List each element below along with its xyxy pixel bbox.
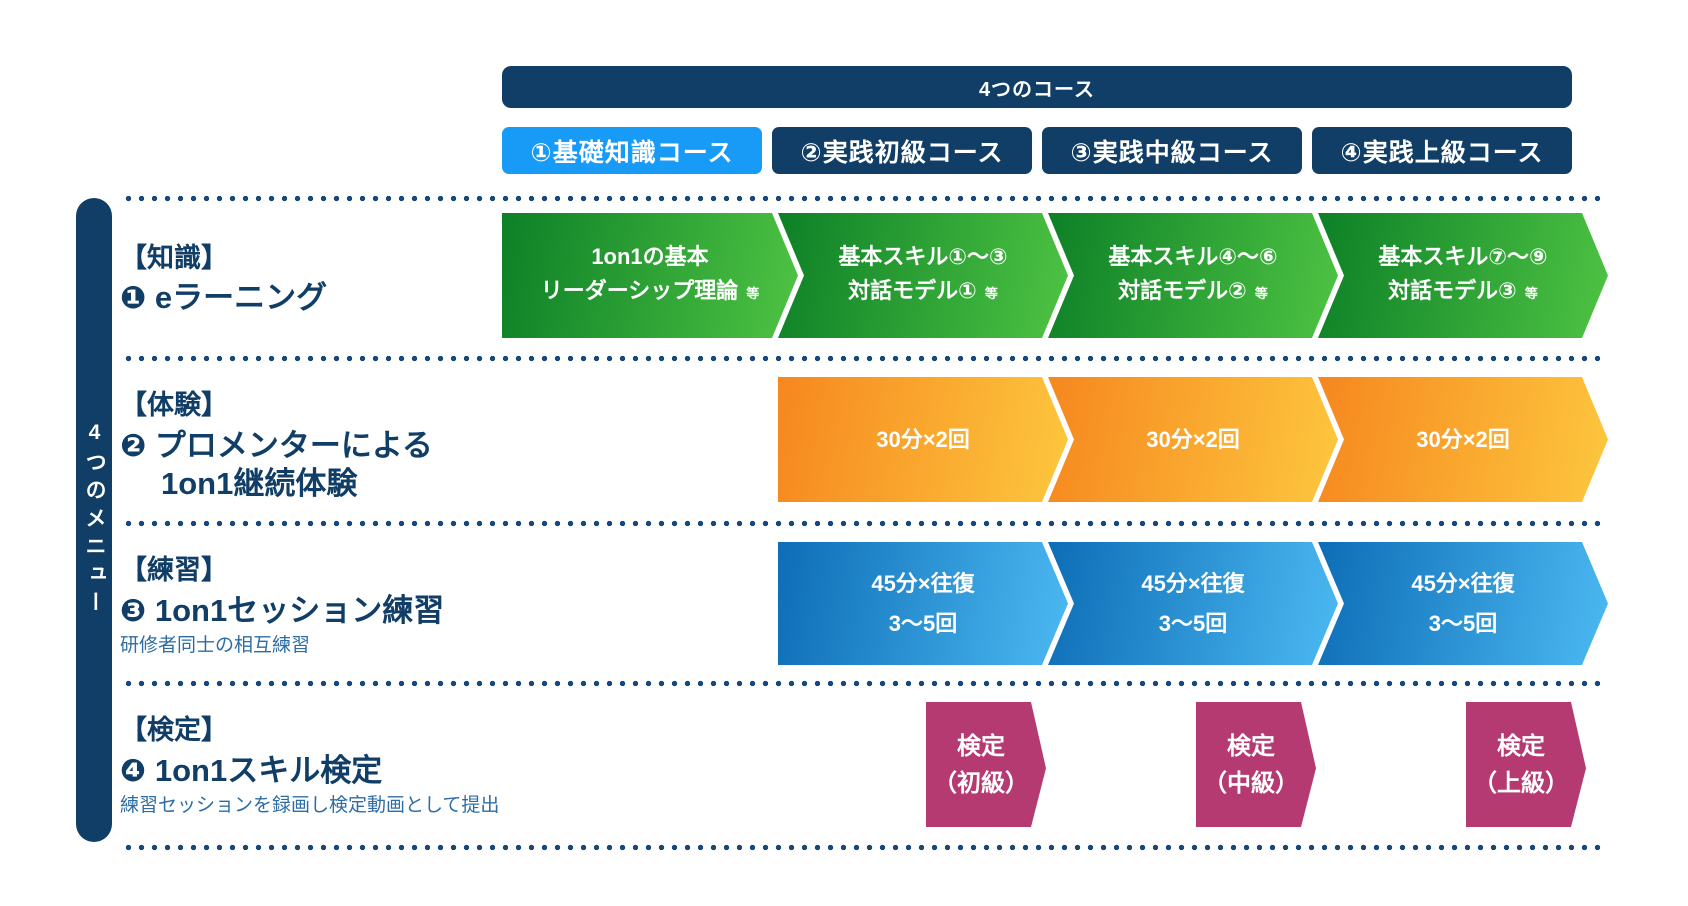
exam-badge-beginner: 検定 （初級） [926,702,1046,827]
segment-text: 対話モデル① [848,278,977,303]
tab-course-1-basic-knowledge: ①基礎知識コース [502,127,762,174]
exam-text-line1: 検定 [1227,732,1275,760]
segment-text-line1: 基本スキル④〜⑥ [1108,244,1278,269]
exam-text-line2: （上級） [1473,769,1569,797]
etc-note: 等 [1254,286,1268,301]
dotted-separator-2 [122,355,1602,362]
row3-title-label: ❸ 1on1セッション練習 [120,593,445,628]
row2-category-label: 【体験】 [120,390,228,420]
mentor-session-arrow-row: 30分×2回 30分×2回 30分×2回 [502,377,1642,502]
dotted-separator-1 [122,195,1602,202]
tab-course-2-practice-beginner: ②実践初級コース [772,127,1032,174]
row1-category-label: 【知識】 [120,243,228,273]
segment-text-line1: 基本スキル①〜③ [838,244,1008,269]
elearning-segment-course2: 基本スキル①〜③ 対話モデル① 等 [778,213,1068,338]
four-menus-sidebar-label: 4つのメニュー [83,421,106,619]
segment-text-line1: 30分×2回 [1416,426,1510,452]
row3-subtitle-label: 研修者同士の相互練習 [120,635,311,656]
dotted-separator-3 [122,520,1602,527]
elearning-segment-course1: 1on1の基本 リーダーシップ理論等 [502,213,798,338]
row2-title-label: ❷ プロメンターによる [120,428,433,463]
exam-badge-advanced: 検定 （上級） [1466,702,1586,827]
elearning-segment-course4: 基本スキル⑦〜⑨ 対話モデル③ 等 [1318,213,1608,338]
etc-note: 等 [746,286,760,301]
segment-text-line1: 30分×2回 [1146,426,1240,452]
tab-course-4-practice-advanced: ④実践上級コース [1312,127,1572,174]
mentor-segment-course4: 30分×2回 [1318,377,1608,502]
segment-text-line2: 対話モデル③ 等 [1388,274,1538,311]
elearning-segment-course3: 基本スキル④〜⑥ 対話モデル② 等 [1048,213,1338,338]
segment-text-line1: 基本スキル⑦〜⑨ [1378,244,1548,269]
row4-subtitle-label: 練習セッションを録画し検定動画として提出 [120,795,500,816]
segment-text-line2: 対話モデル① 等 [848,274,998,311]
mentor-segment-course2: 30分×2回 [778,377,1068,502]
segment-text-line2: 対話モデル② 等 [1118,274,1268,311]
practice-session-arrow-row: 45分×往復 3〜5回 45分×往復 3〜5回 45分×往復 3〜5回 [502,542,1642,665]
row4-category-label: 【検定】 [120,715,228,745]
courses-header-bar: 4つのコース [502,66,1572,108]
segment-text-line2: 3〜5回 [1428,610,1498,636]
segment-text-line2: 3〜5回 [888,610,958,636]
tab-label: ③実践中級コース [1070,138,1274,167]
tab-label: ①基礎知識コース [530,138,734,167]
exam-text-line2: （中級） [1203,769,1299,797]
tab-label: ②実践初級コース [800,138,1004,167]
certification-row: 検定 （初級） 検定 （中級） 検定 （上級） [502,702,1642,827]
tab-label: ④実践上級コース [1340,138,1544,167]
segment-text: 対話モデル③ [1388,278,1517,303]
practice-segment-course4: 45分×往復 3〜5回 [1318,542,1608,665]
exam-text-line2: （初級） [933,769,1029,797]
segment-text: リーダーシップ理論 [540,278,739,303]
exam-text-line1: 検定 [957,732,1005,760]
tab-course-3-practice-intermediate: ③実践中級コース [1042,127,1302,174]
segment-text-line2: リーダーシップ理論等 [541,274,760,311]
dotted-separator-5 [122,844,1602,851]
practice-segment-course2: 45分×往復 3〜5回 [778,542,1068,665]
segment-text-line1: 45分×往復 [871,570,975,596]
four-menus-sidebar: 4つのメニュー [76,198,112,842]
mentor-segment-course3: 30分×2回 [1048,377,1338,502]
segment-text: 対話モデル② [1118,278,1247,303]
exam-badge-intermediate: 検定 （中級） [1196,702,1316,827]
dotted-separator-4 [122,680,1602,687]
courses-header-title: 4つのコース [978,78,1096,101]
segment-text-line1: 45分×往復 [1141,570,1245,596]
segment-text-line1: 30分×2回 [876,426,970,452]
row2-title-label-line2: 1on1継続体験 [161,466,358,501]
etc-note: 等 [1524,286,1538,301]
exam-text-line1: 検定 [1497,732,1545,760]
row3-category-label: 【練習】 [120,555,228,585]
segment-text-line2: 3〜5回 [1158,610,1228,636]
row1-title-label: ❶ eラーニング [120,280,328,315]
etc-note: 等 [984,286,998,301]
row4-title-label: ❹ 1on1スキル検定 [120,753,383,788]
practice-segment-course3: 45分×往復 3〜5回 [1048,542,1338,665]
segment-text-line1: 45分×往復 [1411,570,1515,596]
segment-text-line1: 1on1の基本 [591,244,709,269]
